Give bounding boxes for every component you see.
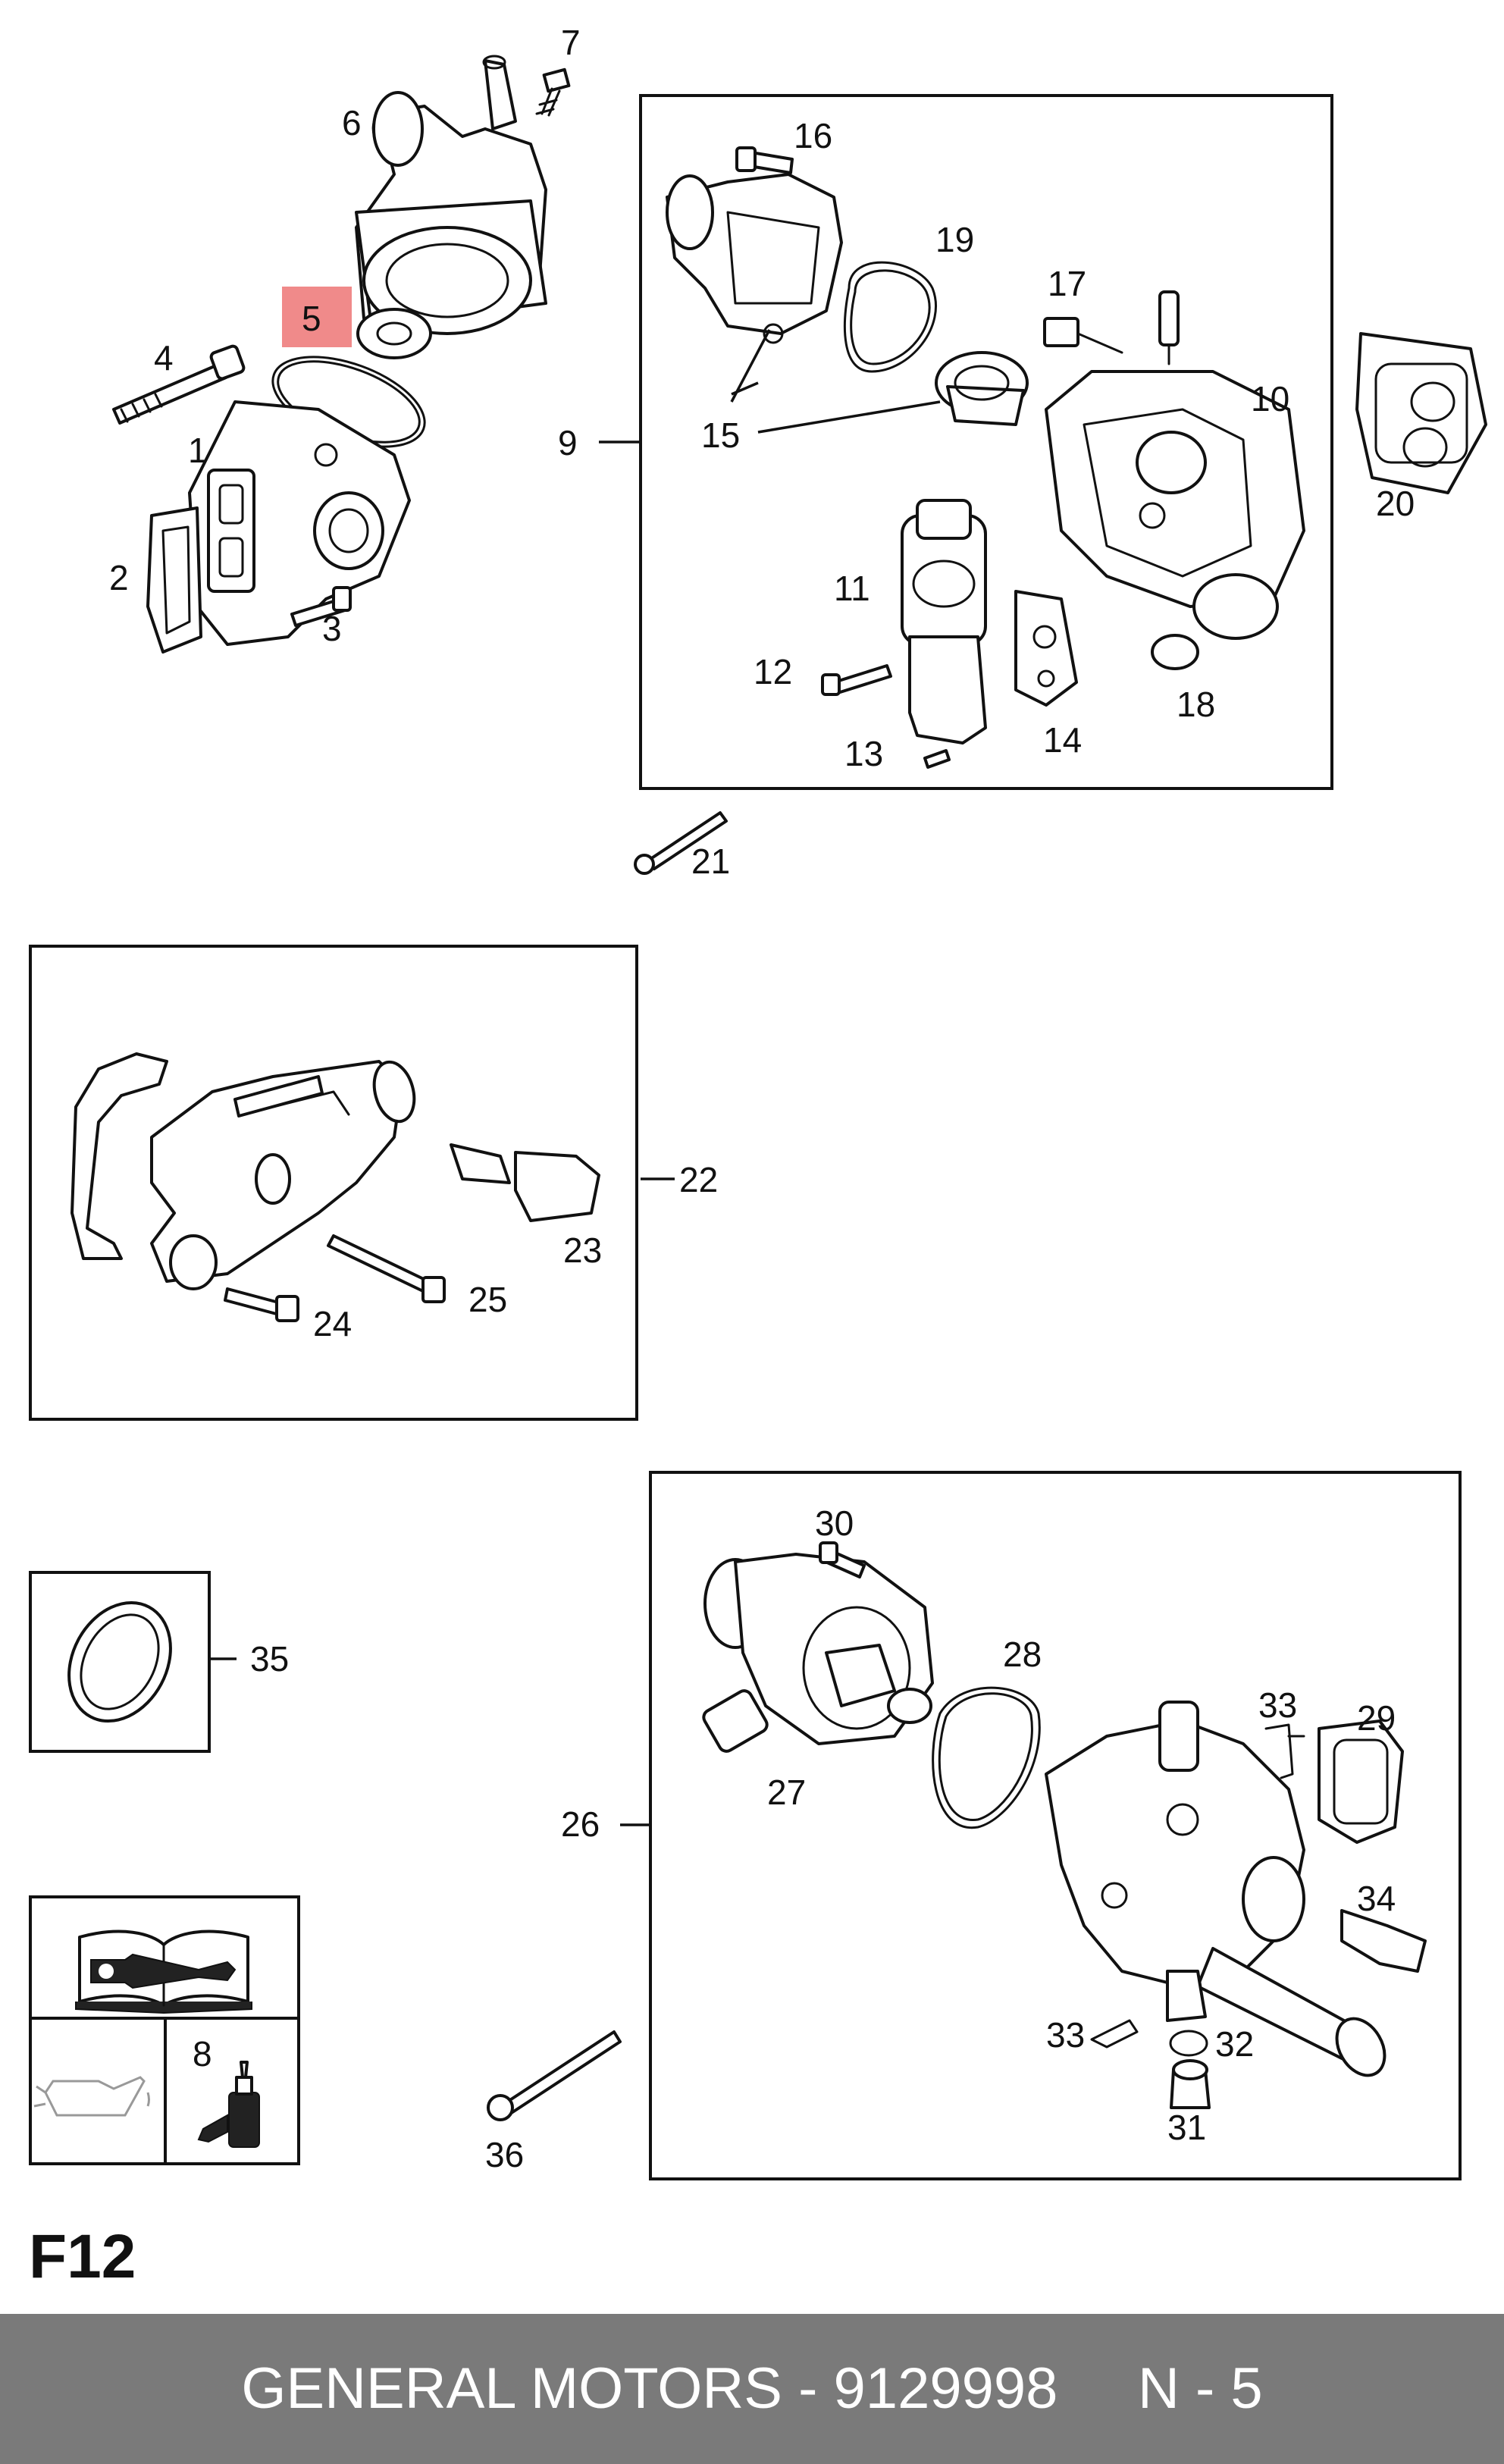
callout-5: 5	[302, 299, 321, 338]
callout-12: 12	[754, 652, 792, 691]
leader-lines	[209, 329, 941, 1826]
callout-11: 11	[834, 569, 870, 608]
callout-28: 28	[1003, 1635, 1042, 1674]
outlet-housing-group	[70, 1052, 600, 1322]
service-icons-block	[29, 1895, 300, 2165]
repair-manual-wrench-icon	[75, 1930, 252, 2014]
callout-25: 25	[468, 1280, 507, 1319]
callout-23: 23	[563, 1230, 602, 1270]
callout-31: 31	[1167, 2108, 1206, 2147]
frame-22	[29, 945, 638, 1421]
callout-27: 27	[767, 1773, 806, 1812]
callout-4: 4	[154, 338, 174, 378]
sealant-bottle-icon	[197, 2061, 260, 2148]
callout-34: 34	[1357, 1879, 1396, 1918]
callout-20: 20	[1376, 484, 1415, 523]
callout-14: 14	[1043, 720, 1082, 760]
callout-22: 22	[679, 1160, 718, 1199]
callout-9: 9	[558, 423, 578, 462]
callout-16: 16	[794, 116, 832, 155]
footer-text: GENERAL MOTORS - 9129998 N - 5	[241, 2356, 1263, 2421]
seal-ring-35	[67, 1600, 172, 1723]
footer-bar: GENERAL MOTORS - 9129998 N - 5	[0, 2314, 1504, 2464]
oil-can-icon	[33, 2076, 150, 2117]
callout-33b: 33	[1046, 2015, 1085, 2055]
egr-thermostat-group	[666, 146, 1487, 769]
callout-30: 30	[815, 1503, 854, 1543]
callout-7: 7	[561, 23, 581, 62]
callout-1: 1	[188, 431, 208, 470]
page-code: F12	[29, 2222, 136, 2291]
callout-17: 17	[1048, 264, 1086, 303]
callout-35: 35	[250, 1639, 289, 1679]
callout-6: 6	[342, 103, 362, 143]
callouts: 1 2 3 4 5 6 7 8 9 10 11 12 13 14 15 16 1…	[109, 23, 1415, 2174]
callout-33a: 33	[1258, 1685, 1297, 1725]
frame-35	[29, 1571, 211, 1753]
callout-13: 13	[844, 734, 883, 773]
callout-24: 24	[313, 1304, 352, 1343]
callout-8: 8	[193, 2034, 212, 2074]
callout-18: 18	[1177, 685, 1215, 724]
callout-15: 15	[701, 415, 740, 455]
callout-2: 2	[109, 558, 129, 597]
callout-19: 19	[935, 220, 974, 259]
bolt-21	[634, 811, 728, 875]
callout-32: 32	[1215, 2024, 1254, 2064]
callout-29: 29	[1357, 1698, 1396, 1738]
callout-21: 21	[691, 842, 730, 881]
callout-26: 26	[561, 1804, 600, 1844]
callout-10: 10	[1251, 379, 1289, 419]
thermostat-housing-group-top	[112, 55, 571, 654]
callout-36: 36	[485, 2135, 524, 2174]
thermostat-housing-group-bottom	[702, 1541, 1427, 2109]
bolt-36	[487, 2030, 622, 2121]
callout-5-highlight	[282, 287, 352, 347]
callout-3: 3	[322, 609, 342, 648]
